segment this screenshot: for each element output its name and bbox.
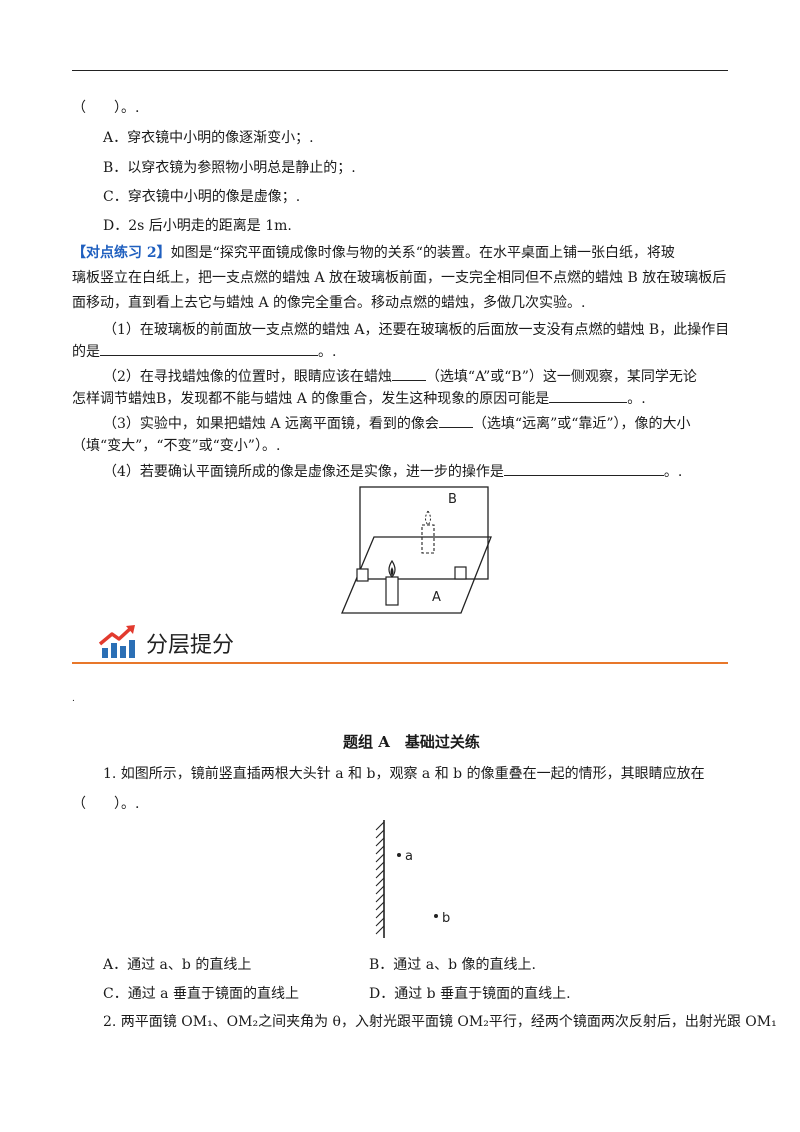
stray-dot: . [72, 694, 75, 704]
mirror-pins-figure: a b [375, 820, 450, 938]
sub2-line1: （2）在寻找蜡烛像的位置时，眼睛应该在蜡烛（选填“A”或“B”）这一侧观察，某同… [103, 366, 697, 387]
pins-option-b: B．通过 a、b 像的直线上. [369, 957, 536, 973]
mirror-hatching [375, 821, 385, 935]
practice-intro-line1: 【对点练习 2】如图是“探究平面镜成像时像与物的关系“的装置。在水平桌面上铺一张… [72, 245, 675, 261]
sub3-line2: （填“变大”，“不变”或“变小”）。. [72, 438, 281, 454]
pins-option-a: A．通过 a、b 的直线上 [103, 957, 252, 973]
sub1-line2: 的是。. [72, 341, 336, 362]
question-2-stem: 2. 两平面镜 OM₁、OM₂之间夹角为 θ，入射光跟平面镜 OM₂平行，经两个… [103, 1014, 777, 1030]
answer-blank[interactable] [438, 413, 473, 428]
paper-sheet [341, 536, 492, 614]
sub3-line1: （3）实验中，如果把蜡烛 A 远离平面镜，看到的像会（选填“远离”或“靠近”），… [103, 413, 691, 434]
option-b: B．以穿衣镜为参照物小明总是静止的；. [103, 160, 356, 176]
answer-blank[interactable] [100, 341, 318, 356]
chart-growth-icon [98, 625, 135, 658]
practice-tag: 【对点练习 2】 [72, 245, 171, 261]
right-clamp [454, 566, 467, 580]
answer-blank[interactable] [549, 388, 628, 403]
glass-plate [359, 486, 489, 580]
answer-blank[interactable] [391, 366, 426, 381]
pins-question-stem-line1: 1. 如图所示，镜前竖直插两根大头针 a 和 b，观察 a 和 b 的像重叠在一… [103, 766, 705, 782]
pins-option-c: C．通过 a 垂直于镜面的直线上 [103, 986, 299, 1002]
option-d: D．2s 后小明走的距离是 1m. [103, 218, 292, 234]
pin-b-label: b [442, 911, 450, 926]
pins-option-d: D．通过 b 垂直于镜面的直线上. [369, 986, 571, 1002]
candle-a [385, 576, 399, 606]
practice-intro-line3: 面移动，直到看上去它与蜡烛 A 的像完全重合。移动点燃的蜡烛，多做几次实验。. [72, 295, 586, 311]
answer-blank[interactable] [503, 461, 664, 476]
label-a: A [432, 590, 441, 605]
candle-b-flame [425, 510, 431, 526]
header-rule [72, 70, 728, 71]
candle-a-inner-flame [390, 567, 394, 576]
pin-b [434, 914, 438, 918]
group-title: 题组 A 基础过关练 [343, 733, 480, 751]
section-header-title: 分层提分 [146, 633, 235, 658]
pin-a-label: a [405, 849, 413, 864]
sub1-line1: （1）在玻璃板的前面放一支点燃的蜡烛 A，还要在玻璃板的后面放一支没有点燃的蜡烛… [103, 322, 730, 338]
label-b: B [448, 492, 457, 507]
pin-a [397, 853, 401, 857]
option-c: C．穿衣镜中小明的像是虚像；. [103, 189, 301, 205]
sub4-line: （4）若要确认平面镜所成的像是虚像还是实像，进一步的操作是。. [103, 461, 682, 482]
option-a: A．穿衣镜中小明的像逐渐变小；. [103, 130, 314, 146]
mirror-experiment-figure: B A [341, 486, 492, 614]
practice-intro-line2: 璃板竖立在白纸上，把一支点燃的蜡烛 A 放在玻璃板前面，一支完全相同但不点燃的蜡… [72, 270, 727, 286]
pins-question-stem-line2: （ ）。. [72, 796, 140, 812]
left-clamp [356, 568, 369, 582]
candle-b [421, 524, 435, 554]
question-tail: （ ）。. [72, 100, 140, 116]
sub2-line2: 怎样调节蜡烛B，发现都不能与蜡烛 A 的像重合，发生这种现象的原因可能是。. [72, 388, 646, 409]
section-divider [72, 662, 728, 664]
